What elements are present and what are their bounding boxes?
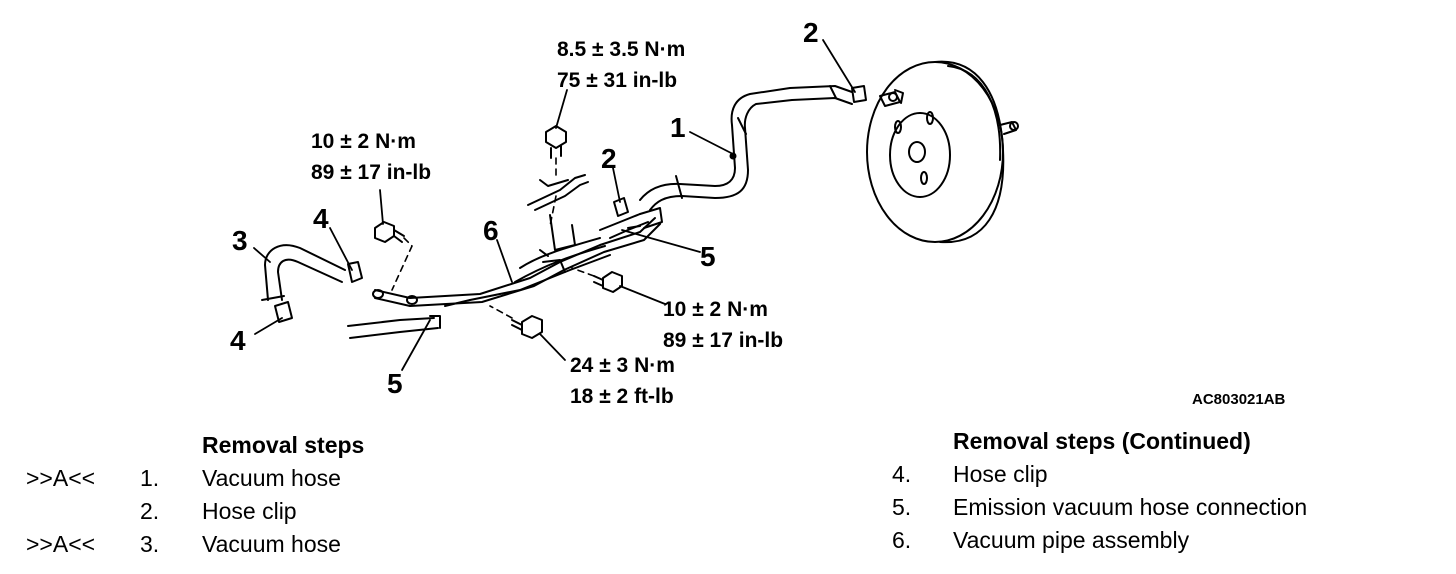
hose-clip-drawing bbox=[274, 85, 867, 323]
brake-booster-drawing bbox=[866, 60, 1019, 244]
exploded-view-diagram: 1 2 2 3 4 4 5 5 6 8.5 ± 3.5 N·m 75 ± 31 … bbox=[230, 17, 1286, 408]
removal-steps-continued-list: Removal steps (Continued) 4. Hose clip 5… bbox=[880, 421, 1450, 566]
list-item: >>A<< 3. Vacuum hose bbox=[0, 528, 700, 561]
removal-steps-continued-title: Removal steps (Continued) bbox=[953, 428, 1251, 454]
list-item: 5. Emission vacuum hose connection bbox=[880, 491, 1450, 524]
callout-numbers: 1 2 2 3 4 4 5 5 6 bbox=[230, 17, 819, 399]
callout-label: 4 bbox=[230, 325, 246, 356]
vacuum-hose-1-drawing bbox=[639, 85, 853, 211]
step-mark: >>A<< bbox=[26, 465, 96, 491]
pipe-bracket-drawing bbox=[527, 174, 589, 273]
step-number: 1. bbox=[140, 465, 160, 491]
vacuum-pipe-assembly-drawing bbox=[372, 207, 663, 307]
callout-label: 5 bbox=[387, 368, 403, 399]
step-number: 3. bbox=[140, 531, 160, 557]
bolt-drawing bbox=[374, 125, 623, 339]
torque-spec-line: 10 ± 2 N·m bbox=[663, 298, 768, 321]
alignment-guide bbox=[391, 157, 595, 319]
callout-label: 2 bbox=[803, 17, 819, 48]
step-number: 2. bbox=[140, 498, 160, 524]
step-number: 6. bbox=[892, 527, 912, 553]
torque-spec-line: 89 ± 17 in-lb bbox=[311, 161, 431, 184]
callout-label: 4 bbox=[313, 203, 329, 234]
step-number: 5. bbox=[892, 494, 912, 520]
torque-spec-line: 10 ± 2 N·m bbox=[311, 130, 416, 153]
callout-label: 5 bbox=[700, 241, 716, 272]
list-item: 2. Hose clip bbox=[0, 495, 700, 528]
step-label: Hose clip bbox=[953, 461, 1048, 487]
leader-line bbox=[253, 39, 856, 371]
callout-label: 1 bbox=[670, 112, 686, 143]
callout-label: 3 bbox=[232, 225, 248, 256]
step-mark: >>A<< bbox=[26, 531, 96, 557]
torque-spec-line: 24 ± 3 N·m bbox=[570, 354, 675, 377]
torque-spec-line: 89 ± 17 in-lb bbox=[663, 329, 783, 352]
list-item: 6. Vacuum pipe assembly bbox=[880, 524, 1450, 557]
step-label: Vacuum pipe assembly bbox=[953, 527, 1190, 553]
list-item: >>A<< 1. Vacuum hose bbox=[0, 462, 700, 495]
removal-steps-list: Removal steps >>A<< 1. Vacuum hose 2. Ho… bbox=[0, 425, 700, 570]
step-label: Vacuum hose bbox=[202, 465, 341, 491]
step-label: Vacuum hose bbox=[202, 531, 341, 557]
callout-label: 2 bbox=[601, 143, 617, 174]
removal-steps-title: Removal steps bbox=[202, 432, 365, 458]
vacuum-hose-3-drawing bbox=[261, 244, 346, 301]
figure-code: AC803021AB bbox=[1192, 391, 1286, 408]
step-label: Emission vacuum hose connection bbox=[953, 494, 1308, 520]
torque-spec-line: 75 ± 31 in-lb bbox=[557, 69, 677, 92]
step-number: 4. bbox=[892, 461, 912, 487]
torque-specs: 8.5 ± 3.5 N·m 75 ± 31 in-lb 10 ± 2 N·m 8… bbox=[311, 38, 783, 408]
step-label: Hose clip bbox=[202, 498, 297, 524]
list-item: 4. Hose clip bbox=[880, 458, 1450, 491]
torque-spec-line: 18 ± 2 ft-lb bbox=[570, 385, 674, 408]
callout-label: 6 bbox=[483, 215, 499, 246]
torque-spec-line: 8.5 ± 3.5 N·m bbox=[557, 38, 685, 61]
